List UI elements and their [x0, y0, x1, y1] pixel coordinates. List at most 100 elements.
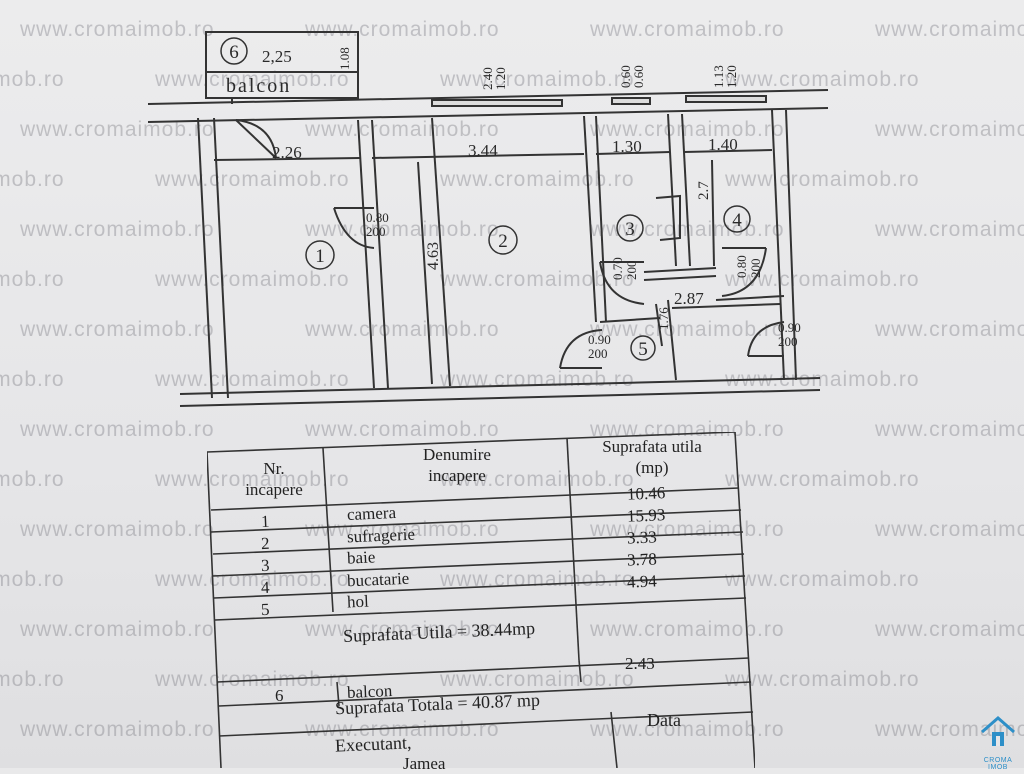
row-name: baie — [346, 547, 376, 568]
watermark-text: www.cromaimob.ro — [875, 18, 1024, 41]
watermark-text: www.cromaimob.ro — [20, 718, 215, 741]
balcony-area: 2.43 — [625, 654, 655, 673]
wall-room1-room2 — [357, 119, 375, 389]
watermark-text: www.cromaimob.ro — [155, 268, 350, 291]
watermark-text: www.cromaimob.ro — [875, 518, 1024, 541]
room-label-4: 4 — [732, 210, 742, 231]
watermark-text: www.cromaimob.ro — [20, 418, 215, 441]
logo-text: CROMA IMOB — [983, 757, 1013, 771]
balcony-number: 6 — [229, 42, 239, 63]
watermark-text: www.cromaimob.ro — [725, 368, 920, 391]
row-nr: 3 — [260, 555, 270, 576]
room-marker-4 — [723, 205, 751, 233]
row-name: camera — [346, 502, 397, 525]
watermark-text: www.cromaimob.ro — [155, 468, 350, 491]
watermark-text: www.cromaimob.ro — [590, 118, 785, 141]
row-name: hol — [346, 591, 370, 612]
room-label-3: 3 — [625, 219, 635, 240]
table-grid — [207, 432, 755, 768]
agency-logo: CROMA IMOB — [976, 712, 1020, 771]
watermark-text: www.cromaimob.ro — [440, 68, 635, 91]
floor-plan: 1 2 3 4 5 6 2,25 balcon 2.26 3.44 1.30 1… — [147, 31, 829, 407]
watermark-text: www.cromaimob.ro — [305, 418, 500, 441]
date-label: Data — [647, 710, 681, 730]
watermark-text: www.cromaimob.ro — [20, 118, 215, 141]
dim-hall-depth: 1.76 — [656, 307, 671, 330]
watermark-text: www.cromaimob.ro — [20, 518, 215, 541]
window2-top: 0.60 — [618, 65, 633, 88]
watermark-text: www.cromaimob.ro — [440, 368, 635, 391]
balcony-depth: 1.08 — [337, 47, 352, 70]
header-name: Denumire incapere — [367, 444, 547, 486]
door-entry-bottom: 200 — [778, 334, 798, 349]
watermark-text: www.cromaimob.ro — [875, 218, 1024, 241]
header-area: Suprafata utila (mp) — [577, 436, 727, 478]
wall-room2-room3 — [583, 115, 597, 323]
watermark-text: www.cromaimob.ro — [590, 18, 785, 41]
watermark-text: www.cromaimob.ro — [305, 118, 500, 141]
watermark-text: www.cromaimob.ro — [0, 668, 65, 691]
window3-top: 1.13 — [711, 65, 726, 88]
room-marker-2 — [488, 225, 518, 255]
door3-bottom: 200 — [624, 261, 639, 281]
dim-room4-width: 1.40 — [708, 135, 738, 154]
watermark-text: www.cromaimob.ro — [0, 68, 65, 91]
room-label-2: 2 — [498, 231, 508, 252]
watermark-text: www.cromaimob.ro — [725, 568, 920, 591]
watermark-text: www.cromaimob.ro — [590, 718, 785, 741]
dim-room3-width: 1.30 — [612, 137, 642, 156]
door1-top: 0.80 — [366, 210, 389, 225]
watermark-text: www.cromaimob.ro — [305, 18, 500, 41]
watermark-text: www.cromaimob.ro — [590, 518, 785, 541]
watermark-text: www.cromaimob.ro — [725, 168, 920, 191]
watermark-text: www.cromaimob.ro — [305, 318, 500, 341]
watermark-text: www.cromaimob.ro — [725, 468, 920, 491]
watermark-text: www.cromaimob.ro — [875, 418, 1024, 441]
watermark-text: www.cromaimob.ro — [875, 618, 1024, 641]
row-area: 15.93 — [626, 505, 666, 526]
watermark-text: www.cromaimob.ro — [0, 368, 65, 391]
watermark-text: www.cromaimob.ro — [155, 368, 350, 391]
window3-bottom: 1.20 — [724, 65, 739, 88]
watermark-text: www.cromaimob.ro — [20, 218, 215, 241]
watermark-text: www.cromaimob.ro — [0, 268, 65, 291]
row-area: 4.94 — [626, 571, 658, 592]
watermark-text: www.cromaimob.ro — [20, 18, 215, 41]
row-name: sufragerie — [346, 524, 416, 547]
door-entry-top: 0.90 — [778, 320, 801, 335]
watermark-text: www.cromaimob.ro — [305, 218, 500, 241]
watermark-text: www.cromaimob.ro — [0, 168, 65, 191]
row-area: 10.46 — [626, 483, 666, 504]
room-label-1: 1 — [315, 246, 325, 267]
watermark-text: www.cromaimob.ro — [440, 668, 635, 691]
watermark-text: www.cromaimob.ro — [440, 568, 635, 591]
window2-bottom: 0.60 — [631, 65, 646, 88]
watermark-text: www.cromaimob.ro — [155, 68, 350, 91]
header-nr-line1: Nr. — [263, 459, 285, 478]
dim-room2-depth: 4.63 — [425, 242, 442, 270]
executant-name: Jamea — [403, 754, 446, 773]
room-marker-5 — [630, 335, 656, 361]
row-area: 3.33 — [626, 527, 658, 548]
watermark-text: www.cromaimob.ro — [305, 718, 500, 741]
balcony-nr: 6 — [275, 686, 284, 705]
watermark-text: www.cromaimob.ro — [20, 318, 215, 341]
watermark-text: www.cromaimob.ro — [590, 318, 785, 341]
door3-top: 0.70 — [610, 257, 625, 280]
door4-bottom: 200 — [748, 259, 763, 279]
balcony-label: balcon — [226, 75, 291, 97]
area-table: Nr. incapere Denumire incapere Suprafata… — [207, 432, 755, 773]
watermark-text: www.cromaimob.ro — [305, 618, 500, 641]
watermark-text: www.cromaimob.ro — [0, 568, 65, 591]
door1-bottom: 200 — [366, 224, 386, 239]
watermark-text: www.cromaimob.ro — [875, 318, 1024, 341]
executant-label: Executant, — [334, 732, 412, 756]
house-icon — [981, 716, 1015, 746]
watermark-text: www.cromaimob.ro — [440, 468, 635, 491]
header-area-line2: (mp) — [635, 458, 669, 477]
watermark-text: www.cromaimob.ro — [440, 268, 635, 291]
row-area: 3.78 — [626, 549, 658, 570]
dim-room2-width: 3.44 — [468, 141, 498, 160]
door4-top: 0.80 — [734, 255, 749, 278]
door5-bottom: 200 — [588, 346, 608, 361]
